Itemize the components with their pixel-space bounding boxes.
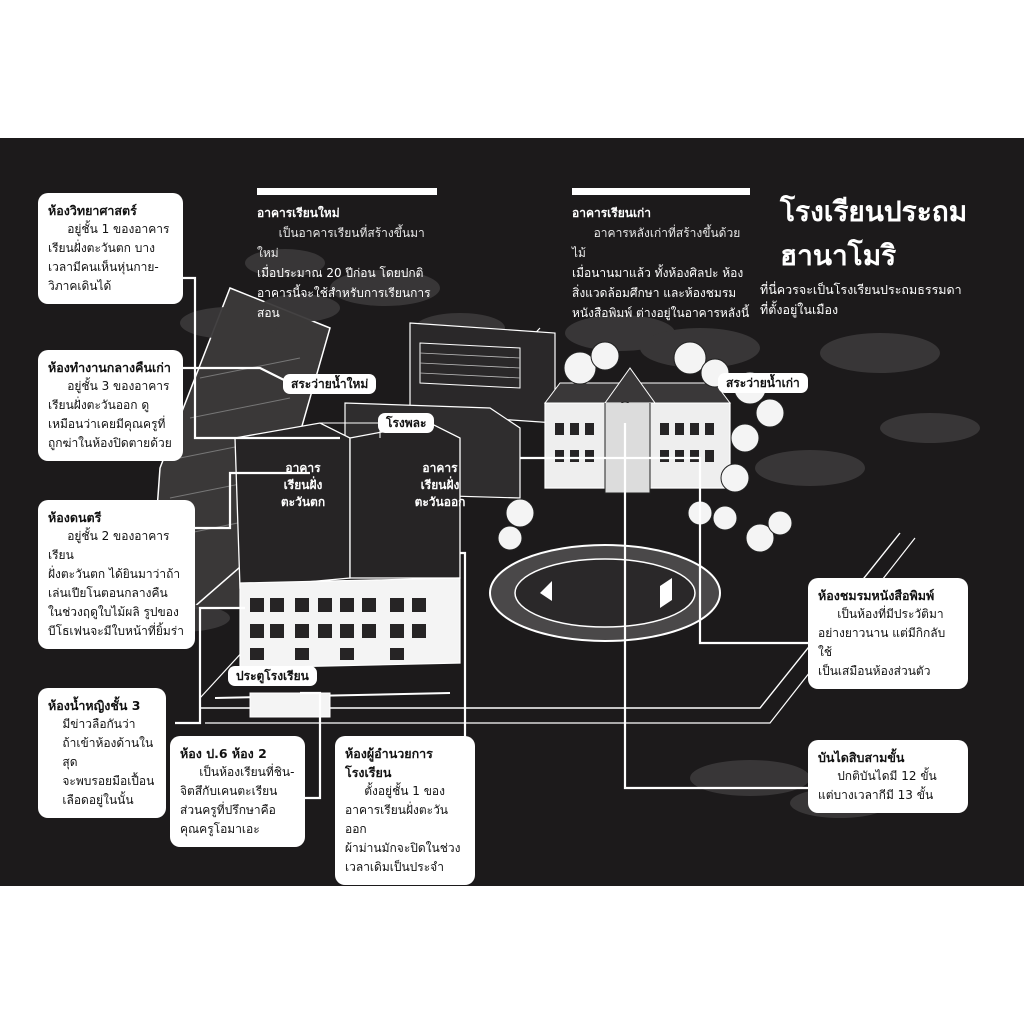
west-building-line: ตะวันตก — [280, 495, 326, 509]
east-building-line: ตะวันออก — [414, 495, 466, 509]
label-old-pool: สระว่ายน้ำเก่า — [718, 373, 808, 393]
title-line-1: โรงเรียนประถม — [780, 195, 968, 228]
old-building-line: เมื่อนานมาแล้ว ทั้งห้องศิลปะ ห้อง — [572, 266, 744, 280]
east-building-line: อาคาร — [422, 461, 458, 475]
callout-heading: ห้องน้ำหญิงชั้น 3 — [48, 698, 141, 713]
label-school-gate: ประตูโรงเรียน — [228, 666, 317, 686]
callout-line: ถูกฆ่าในห้องปิดตายด้วย — [48, 436, 172, 450]
callout-line: จะพบรอยมือเปื้อน — [62, 774, 155, 788]
subtitle-line-1: ที่นี่ควรจะเป็นโรงเรียนประถมธรรมดา — [760, 282, 962, 297]
callout-line: ส่วนครูที่ปรึกษาคือ — [180, 803, 276, 817]
old-building-line: หนังสือพิมพ์ ต่างอยู่ในอาคารหลังนี้ — [572, 306, 750, 320]
callout-line: อย่างยาวนาน แต่มีกิกลับใช้ — [818, 626, 946, 659]
callout-heading: ห้องวิทยาศาสตร์ — [48, 203, 137, 218]
callout-heading: ห้องชมรมหนังสือพิมพ์ — [818, 588, 935, 603]
west-building-line: เรียนฝั่ง — [283, 478, 323, 492]
new-building-line: เป็นอาคารเรียนที่สร้างขึ้นมาใหม่ — [257, 226, 425, 260]
callout-heading: บันไดสิบสามขั้น — [818, 750, 905, 765]
callout-music-room: ห้องดนตรี อยู่ชั้น 2 ของอาคารเรียน ฝั่งต… — [38, 500, 195, 649]
title-line-2: ฮานาโมริ — [780, 239, 897, 272]
callout-line: อาคารเรียนฝั่งตะวันออก — [345, 803, 449, 836]
callout-line: ถ้าเข้าห้องด้านในสุด — [62, 736, 154, 769]
old-building-line: สิ่งแวดล้อมศึกษา และห้องชมรม — [572, 286, 737, 300]
callout-line: เป็นห้องที่มีประวัติมา — [837, 607, 944, 621]
old-building-line: อาคารหลังเก่าที่สร้างขึ้นด้วยไม้ — [572, 226, 741, 260]
callout-line: แต่บางเวลากีมี 13 ขั้น — [818, 788, 934, 802]
new-building-line: เมื่อประมาณ 20 ปีก่อน โดยปกติ — [257, 266, 424, 280]
callout-line: เลือดอยู่ในนั้น — [62, 793, 134, 807]
callout-line: ผ้าม่านมักจะปิดในช่วง — [345, 841, 461, 855]
callout-heading: ห้องผู้อำนวยการโรงเรียน — [345, 746, 433, 780]
callout-line: ฝั่งตะวันตก ได้ยินมาว่าถ้า — [48, 567, 181, 581]
new-building-line: อาคารนี้จะใช้สำหรับการเรียนการ — [257, 286, 431, 300]
callout-heading: ห้อง ป.6 ห้อง 2 — [180, 746, 267, 761]
old-building-header: อาคารเรียนเก่า อาคารหลังเก่าที่สร้างขึ้น… — [572, 188, 750, 323]
callout-line: เหมือนว่าเคยมีคุณครูที่ — [48, 417, 166, 431]
west-building-label: อาคาร เรียนฝั่ง ตะวันตก — [268, 460, 338, 511]
callout-line: เรียนฝั่งตะวันออก ดู — [48, 398, 150, 412]
callout-line: มีข่าวลือกันว่า — [62, 717, 136, 731]
illustration-panel: โรงเรียนประถม ฮานาโมริ ที่นี่ควรจะเป็นโร… — [0, 138, 1024, 886]
callout-line: เรียนฝั่งตะวันตก บาง — [48, 241, 155, 255]
callout-line: เป็นห้องเรียนที่ชิน- — [199, 765, 295, 779]
callout-class-room: ห้อง ป.6 ห้อง 2 เป็นห้องเรียนที่ชิน- จิต… — [170, 736, 305, 847]
header-bar — [257, 188, 437, 195]
page-title: โรงเรียนประถม ฮานาโมริ — [780, 190, 967, 278]
callout-girls-toilet: ห้องน้ำหญิงชั้น 3 มีข่าวลือกันว่า ถ้าเข้… — [38, 688, 166, 818]
label-gym: โรงพละ — [378, 413, 435, 433]
callout-line: วิภาคเดินได้ — [48, 279, 112, 293]
new-building-line: สอน — [257, 306, 280, 320]
header-bar — [572, 188, 750, 195]
callout-line: บีโธเฟนจะมีใบหน้าที่ยิ้มร่า — [48, 624, 184, 638]
callout-line: อยู่ชั้น 3 ของอาคาร — [67, 379, 170, 393]
callout-heading: ห้องดนตรี — [48, 510, 102, 525]
callout-line: เวลาเดิมเป็นประจำ — [345, 860, 444, 874]
page-subtitle: ที่นี่ควรจะเป็นโรงเรียนประถมธรรมดา ที่ตั… — [760, 280, 1020, 320]
callout-line: อยู่ชั้น 1 ของอาคาร — [67, 222, 170, 236]
callout-science-room: ห้องวิทยาศาสตร์ อยู่ชั้น 1 ของอาคาร เรีย… — [38, 193, 183, 304]
east-building-label: อาคาร เรียนฝั่ง ตะวันออก — [400, 460, 480, 511]
callout-line: จิตสึกับเคนตะเรียน — [180, 784, 278, 798]
callout-newspaper-club: ห้องชมรมหนังสือพิมพ์ เป็นห้องที่มีประวัต… — [808, 578, 968, 689]
callout-line: ตั้งอยู่ชั้น 1 ของ — [364, 784, 445, 798]
new-building-heading: อาคารเรียนใหม่ — [257, 206, 340, 220]
new-building-header: อาคารเรียนใหม่ เป็นอาคารเรียนที่สร้างขึ้… — [257, 188, 437, 323]
callout-thirteen-stairs: บันไดสิบสามขั้น ปกติบันไดมี 12 ขั้น แต่บ… — [808, 740, 968, 813]
east-building-line: เรียนฝั่ง — [420, 478, 460, 492]
subtitle-line-2: ที่ตั้งอยู่ในเมือง — [760, 302, 839, 317]
callout-night-office: ห้องทำงานกลางคืนเก่า อยู่ชั้น 3 ของอาคาร… — [38, 350, 183, 461]
school-map-illustration — [130, 249, 980, 818]
callout-line: เล่นเปียโนตอนกลางคืน — [48, 586, 168, 600]
old-building-heading: อาคารเรียนเก่า — [572, 206, 652, 220]
callout-line: ปกติบันไดมี 12 ขั้น — [837, 769, 937, 783]
label-new-pool: สระว่ายน้ำใหม่ — [283, 374, 377, 394]
callout-line: อยู่ชั้น 2 ของอาคารเรียน — [48, 529, 170, 562]
callout-line: เวลามีคนเห็นหุ่นกาย- — [48, 260, 159, 274]
west-building-line: อาคาร — [285, 461, 321, 475]
callout-line: เป็นเสมือนห้องส่วนตัว — [818, 664, 931, 678]
trees — [497, 341, 793, 553]
callout-line: ในช่วงฤดูใบไม้ผลิ รูปของ — [48, 605, 179, 619]
callout-heading: ห้องทำงานกลางคืนเก่า — [48, 360, 171, 375]
callout-principal-room: ห้องผู้อำนวยการโรงเรียน ตั้งอยู่ชั้น 1 ข… — [335, 736, 475, 885]
callout-line: คุณครูโอมาเอะ — [180, 822, 260, 836]
